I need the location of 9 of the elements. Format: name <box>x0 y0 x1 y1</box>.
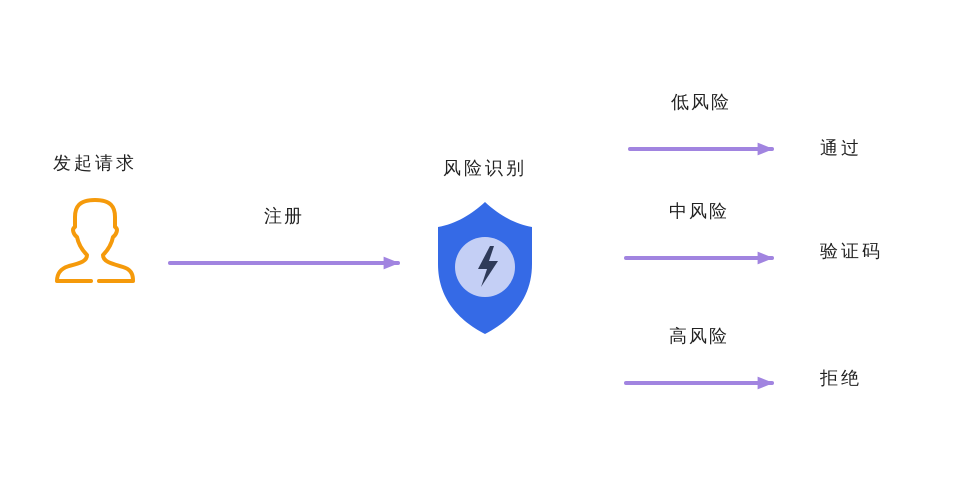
result-text: 通过 <box>820 136 863 160</box>
arrow <box>628 142 774 156</box>
arrow <box>168 256 400 270</box>
result-text: 验证码 <box>820 240 884 264</box>
arrow <box>624 252 774 264</box>
result-text: 拒绝 <box>820 366 863 390</box>
arrow <box>624 376 774 390</box>
node-heading: 风险识别 <box>443 157 527 181</box>
node-heading: 发起请求 <box>53 152 137 176</box>
